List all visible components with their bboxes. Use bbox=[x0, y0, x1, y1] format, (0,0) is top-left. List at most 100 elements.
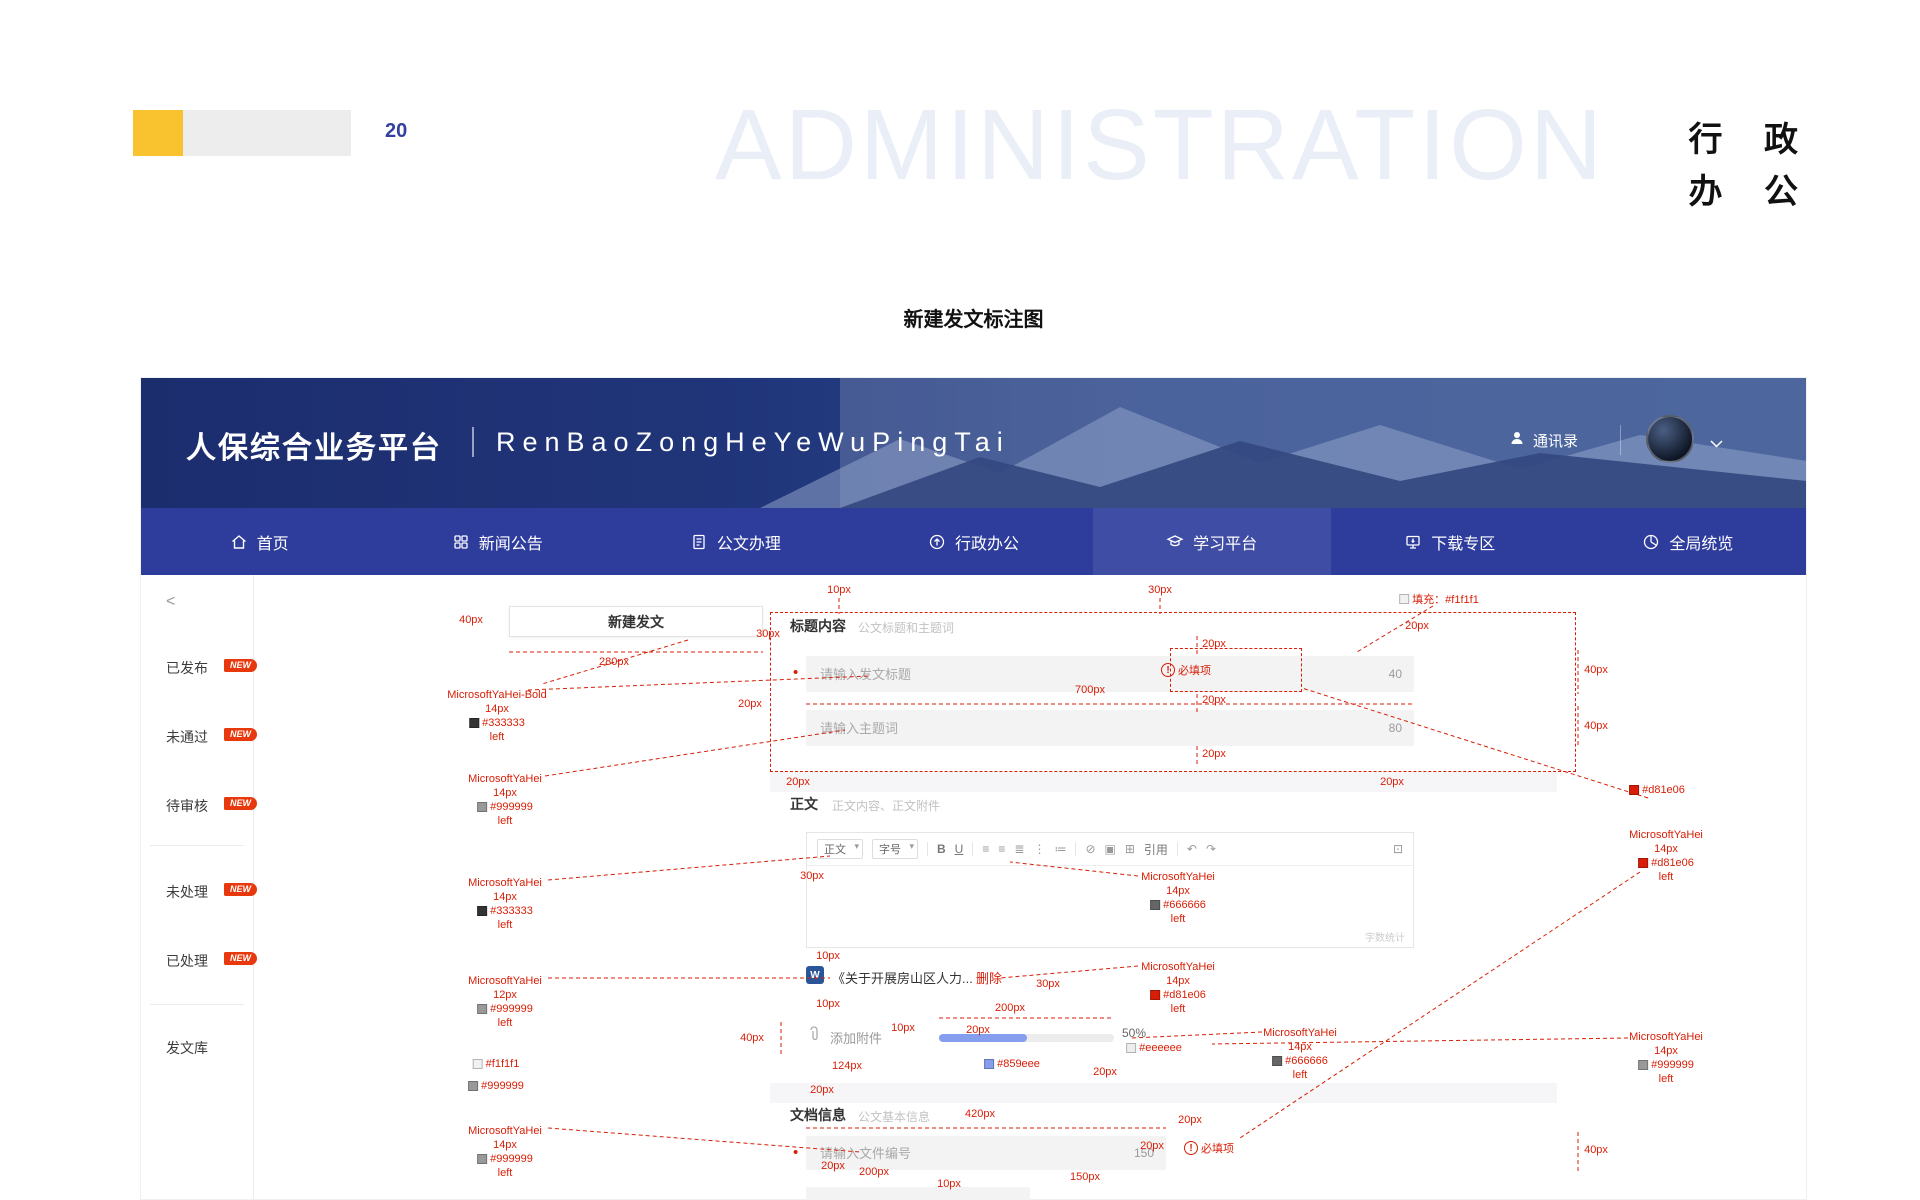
section-separator bbox=[770, 1083, 1557, 1103]
add-attachment-button[interactable]: 添加附件 bbox=[830, 1031, 883, 1046]
word-file-icon: W bbox=[806, 966, 824, 984]
table-icon[interactable]: ⊞ bbox=[1124, 842, 1135, 856]
font-size-select[interactable]: 字号 bbox=[872, 839, 918, 859]
editor-toolbar: 正文字号 BU ≡ ≡ ≣ ⋮ ≔ ⊘ ▣ ⊞ 引用 ↶ ↷ ⊡ bbox=[807, 833, 1413, 866]
section-separator bbox=[770, 772, 1557, 792]
nav-item-label: 新闻公告 bbox=[478, 535, 543, 553]
expand-icon[interactable]: ⊡ bbox=[1392, 842, 1403, 856]
bullet-list-icon[interactable]: ⋮ bbox=[1033, 842, 1046, 856]
sidebar-item-doc-library[interactable]: 发文库 bbox=[140, 1036, 253, 1060]
new-document-button[interactable]: 新建发文 bbox=[509, 606, 763, 637]
nav-item-learning[interactable]: 学习平台 bbox=[1092, 508, 1331, 575]
align-center-icon[interactable]: ≡ bbox=[998, 842, 1006, 856]
color-swatch bbox=[1399, 594, 1410, 604]
nav-item-admin[interactable]: 行政办公 bbox=[854, 508, 1092, 575]
divider bbox=[150, 1004, 244, 1005]
color-swatch bbox=[1638, 1060, 1649, 1071]
new-badge: NEW bbox=[224, 883, 257, 896]
contacts-button[interactable]: 通讯录 bbox=[1508, 429, 1578, 451]
annotation-label: 10px bbox=[816, 998, 840, 1010]
mountains-illustration bbox=[760, 377, 1807, 508]
doc-info-section-heading: 文档信息 bbox=[790, 1107, 846, 1123]
annotation-label: #859eee bbox=[984, 1058, 1040, 1070]
title-input[interactable] bbox=[818, 665, 1381, 683]
editor-body[interactable]: 字数统计 bbox=[807, 866, 1413, 948]
doc-number-char-counter: 150 bbox=[1133, 1146, 1154, 1160]
align-left-icon[interactable]: ≡ bbox=[982, 842, 990, 856]
sidebar-collapse-button[interactable]: < bbox=[166, 593, 176, 610]
nav-item-news[interactable]: 新闻公告 bbox=[378, 508, 616, 575]
link-icon[interactable]: ⊘ bbox=[1085, 842, 1096, 856]
doc-info-section-subtitle: 公文基本信息 bbox=[858, 1110, 931, 1124]
sidebar-item-label: 已处理 bbox=[166, 953, 208, 969]
nav-bar: 首页 新闻公告 公文办理 行政办公学习平台 下载专区 全局统览 bbox=[140, 508, 1807, 575]
image-icon[interactable]: ▣ bbox=[1104, 842, 1116, 856]
ordered-list-icon[interactable]: ≔ bbox=[1054, 842, 1067, 856]
new-badge: NEW bbox=[224, 728, 257, 741]
annotation-label: 20px bbox=[738, 698, 762, 710]
page-progress-fill bbox=[133, 110, 183, 156]
color-swatch bbox=[1150, 990, 1161, 1001]
nav-item-download[interactable]: 下载专区 bbox=[1331, 508, 1569, 575]
nav-item-label: 全局统览 bbox=[1669, 535, 1734, 553]
circle-up-icon bbox=[928, 533, 946, 551]
quote-button[interactable]: 引用 bbox=[1143, 842, 1168, 857]
annotation-label: 10px bbox=[816, 950, 840, 962]
underline-button[interactable]: U bbox=[954, 842, 964, 856]
annotation-label: #d81e06 bbox=[1629, 784, 1685, 796]
nav-item-overview[interactable]: 全局统览 bbox=[1569, 508, 1807, 575]
partial-input-field[interactable] bbox=[806, 1187, 1030, 1200]
chevron-down-icon[interactable] bbox=[1710, 435, 1723, 453]
rich-text-editor: 正文字号 BU ≡ ≡ ≣ ⋮ ≔ ⊘ ▣ ⊞ 引用 ↶ ↷ ⊡ 字数统计 bbox=[806, 832, 1414, 948]
undo-icon[interactable]: ↶ bbox=[1186, 842, 1197, 856]
header-divider bbox=[1620, 425, 1621, 455]
redo-icon[interactable]: ↷ bbox=[1205, 842, 1217, 856]
subject-input-field: 80 bbox=[806, 710, 1414, 746]
annotation-label: 20px bbox=[1202, 694, 1226, 706]
annotation-label: #999999 bbox=[468, 1080, 524, 1092]
attachment-filename: 《关于开展房山区人力... bbox=[832, 971, 973, 986]
annotation-label: 150px bbox=[1070, 1171, 1100, 1183]
nav-item-documents[interactable]: 公文办理 bbox=[616, 508, 854, 575]
annotation-label: 20px bbox=[1093, 1066, 1117, 1078]
nav-item-label: 下载专区 bbox=[1431, 535, 1496, 553]
delete-attachment-link[interactable]: 删除 bbox=[976, 971, 1003, 986]
annotation-label: 40px bbox=[1584, 1144, 1608, 1156]
color-swatch bbox=[477, 906, 488, 917]
pie-icon bbox=[1642, 533, 1660, 551]
title-section-heading: 标题内容 bbox=[790, 618, 846, 634]
nav-item-label: 首页 bbox=[256, 535, 289, 553]
nav-item-label: 公文办理 bbox=[716, 535, 781, 553]
subject-input[interactable] bbox=[818, 719, 1381, 737]
download-icon bbox=[1404, 533, 1422, 551]
annotation-label: 40px bbox=[740, 1032, 764, 1044]
brand-name: 人保综合业务平台 bbox=[186, 432, 442, 465]
annotation-label: 40px bbox=[1584, 720, 1608, 732]
annotation-label: 30px bbox=[1036, 978, 1060, 990]
subject-char-counter: 80 bbox=[1388, 721, 1402, 735]
new-badge: NEW bbox=[224, 797, 257, 810]
upload-progress-fill bbox=[939, 1034, 1027, 1042]
paragraph-style-select[interactable]: 正文 bbox=[817, 839, 863, 859]
nav-item-home[interactable]: 首页 bbox=[140, 508, 378, 575]
contacts-icon bbox=[1508, 429, 1526, 451]
body-section-heading: 正文 bbox=[790, 796, 818, 812]
align-right-icon[interactable]: ≣ bbox=[1014, 842, 1025, 856]
app-header: 人保综合业务平台 RenBaoZongHeYeWuPingTai 通讯录 bbox=[140, 377, 1807, 508]
color-swatch bbox=[477, 1004, 488, 1015]
bold-button[interactable]: B bbox=[937, 842, 946, 856]
color-swatch bbox=[477, 1154, 488, 1165]
doc-number-input[interactable] bbox=[818, 1144, 1126, 1162]
color-swatch bbox=[472, 1059, 483, 1069]
avatar[interactable] bbox=[1646, 415, 1694, 463]
